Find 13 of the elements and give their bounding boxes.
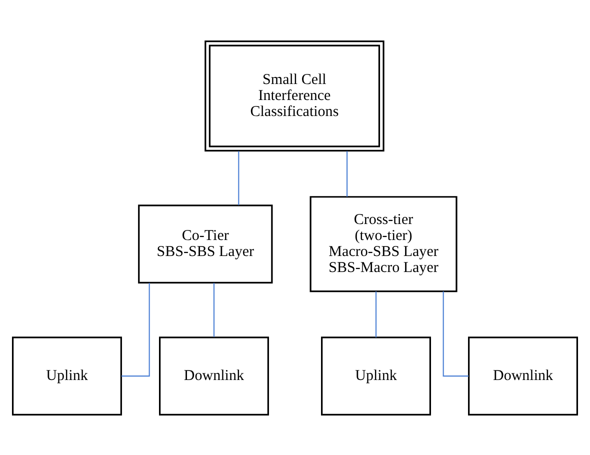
node-box: Uplink (12, 336, 122, 416)
connector (121, 282, 150, 376)
node-box: Downlink (468, 336, 578, 416)
node-box: Co-Tier SBS-SBS Layer (138, 204, 273, 284)
node-box: Uplink (321, 336, 431, 416)
connector (238, 150, 240, 205)
connector (346, 150, 348, 196)
node-box: Downlink (159, 336, 269, 416)
node-box: Small Cell Interference Classifications (204, 40, 384, 152)
connector (213, 282, 215, 337)
node-box: Cross-tier (two-tier) Macro-SBS Layer SBS-Macro Layer (310, 196, 458, 292)
connector (375, 290, 377, 337)
connector (442, 290, 469, 376)
